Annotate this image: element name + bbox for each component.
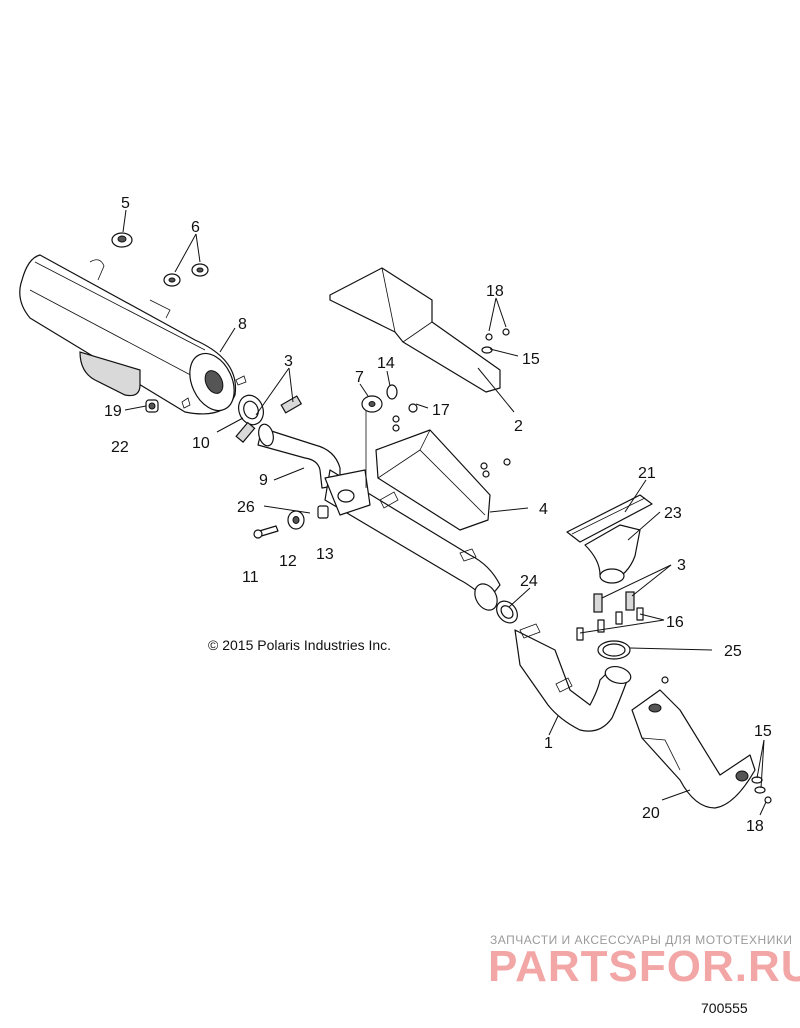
grommets-6 [163,263,209,287]
callout-12: 12 [279,553,297,570]
muffler [19,254,247,415]
springs-3-upper [235,395,303,443]
callout-18b: 18 [746,818,764,835]
callout-23: 23 [664,505,682,522]
callout-21: 21 [638,465,656,482]
callout-26: 26 [237,499,255,516]
callout-4: 4 [539,501,548,518]
callout-9: 9 [259,472,268,489]
callout-5: 5 [121,195,130,212]
callout-labels: 1 2 3 3 4 5 6 7 8 9 10 11 12 13 14 15 15… [104,195,772,835]
callout-25: 25 [724,643,742,660]
watermark-logo: PARTSFOR.RU [488,942,800,991]
callout-2: 2 [514,418,523,435]
flange-21-23 [566,494,653,584]
callout-18a: 18 [486,283,504,300]
callout-11: 11 [242,569,259,586]
callout-3a: 3 [284,353,293,370]
fasteners-11-12-13-26 [253,505,329,539]
grommet-5 [111,232,133,248]
callout-24: 24 [520,573,538,590]
fastener-19-22 [145,399,159,413]
gasket-24 [496,600,518,624]
callout-8: 8 [238,316,247,333]
callout-1: 1 [544,735,553,752]
watermark-tagline: ЗАПЧАСТИ И АКСЕССУАРЫ ДЛЯ МОТОТЕХНИКИ [490,933,793,947]
gasket-25 [597,640,631,660]
callout-6: 6 [191,219,200,236]
nuts-15-18-upper [480,328,511,478]
callout-7: 7 [355,369,364,386]
heat-shield-2 [329,267,501,393]
head-pipe-9 [257,423,341,489]
mid-pipe [324,469,501,611]
callout-15b: 15 [754,723,772,740]
bolts-16 [576,607,644,641]
gasket-10 [238,394,264,426]
callout-22: 22 [111,439,129,456]
heat-shield-20 [631,689,756,809]
callout-16: 16 [666,614,684,631]
callout-3b: 3 [677,557,686,574]
nuts-15-18-lower [661,676,772,804]
callout-19: 19 [104,403,122,420]
callout-17: 17 [432,402,450,419]
document-number: 700555 [701,1000,748,1016]
callout-13: 13 [316,546,334,563]
callout-15a: 15 [522,351,540,368]
callout-20: 20 [642,805,660,822]
washers-7-14-17 [361,384,418,432]
callout-14: 14 [377,355,395,372]
callout-10: 10 [192,435,210,452]
copyright-notice: © 2015 Polaris Industries Inc. [208,637,392,653]
heat-shield-4 [375,429,491,531]
springs-3-lower [593,591,635,613]
head-pipe-1 [514,623,632,732]
leader-lines [122,209,767,816]
